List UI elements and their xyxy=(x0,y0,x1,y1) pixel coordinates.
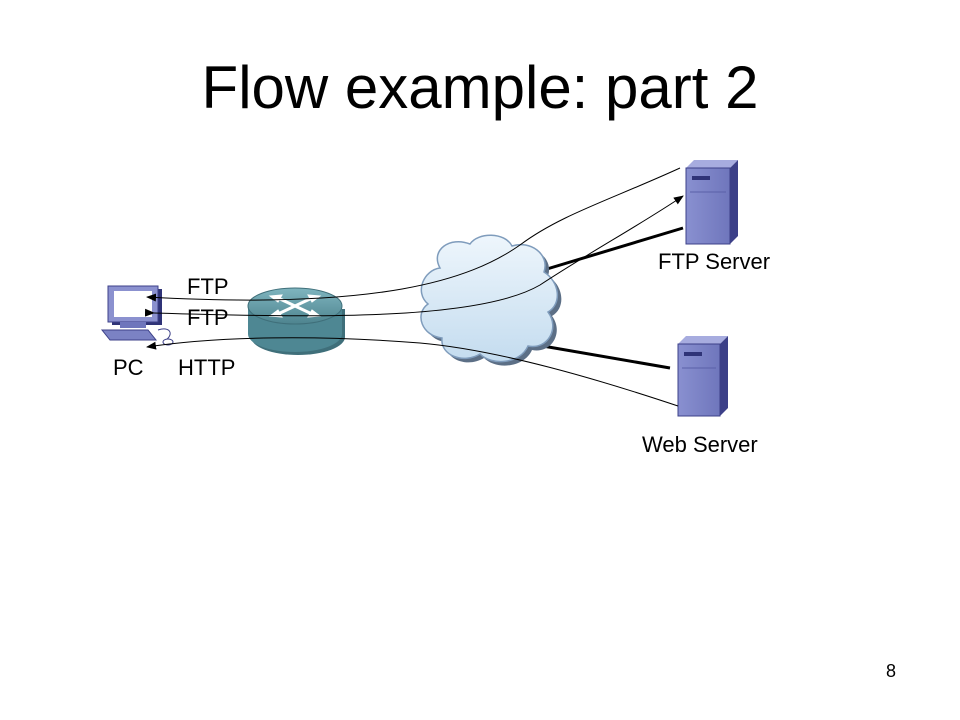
flow-arrow-http xyxy=(146,337,679,407)
ftp-server-label: FTP Server xyxy=(658,249,771,274)
flow-label-ftp-2: FTP xyxy=(187,305,229,330)
web-server-icon xyxy=(677,336,728,417)
link-cloud-web-server xyxy=(536,343,671,370)
pc-label: PC xyxy=(113,355,144,380)
flow-arrow-ftp-2 xyxy=(144,195,684,317)
computer-icon xyxy=(100,285,174,346)
web-server-label: Web Server xyxy=(642,432,758,457)
network-cloud-icon xyxy=(420,234,562,366)
flow-label-ftp-1: FTP xyxy=(187,274,229,299)
flow-label-http: HTTP xyxy=(178,355,236,380)
slide-title: Flow example: part 2 xyxy=(201,54,759,121)
page-number: 8 xyxy=(886,661,897,681)
ftp-server-icon xyxy=(685,160,738,245)
router-icon xyxy=(247,287,345,355)
